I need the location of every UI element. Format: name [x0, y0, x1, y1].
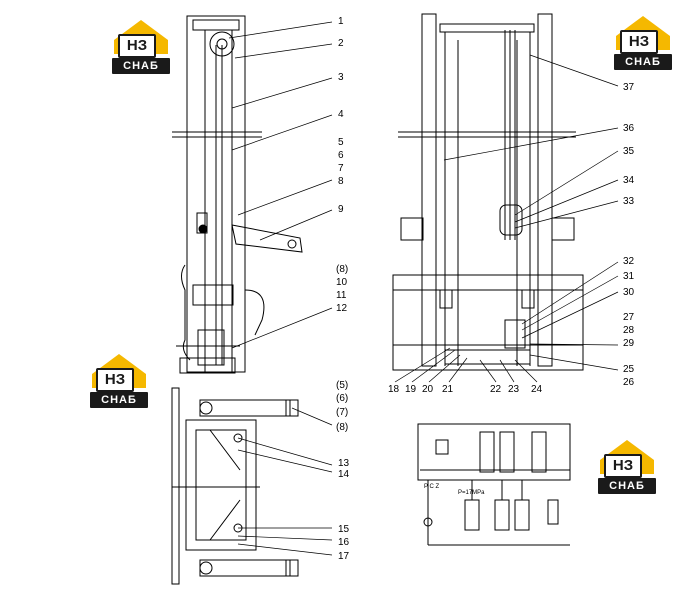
- callout-label: 29: [623, 338, 635, 349]
- callout-label: 3: [338, 72, 344, 83]
- brand-logo: НЗ СНАБ: [612, 14, 674, 72]
- brand-logo: НЗ СНАБ: [110, 18, 172, 76]
- callout-label: 11: [336, 290, 347, 301]
- hydraulic-schematic: [417, 423, 571, 546]
- top-view-carriage: [171, 387, 299, 585]
- callout-label: 1: [338, 16, 344, 27]
- logo-mark: НЗ: [604, 454, 642, 478]
- callout-label: 4: [338, 109, 344, 120]
- callout-label: 26: [623, 377, 635, 388]
- brand-logo: НЗ СНАБ: [596, 438, 658, 496]
- callouts-bottom-right: 18 19 20 21 22 23 24: [388, 384, 543, 395]
- callout-label: 35: [623, 146, 635, 157]
- callout-label: 20: [422, 384, 434, 395]
- side-view-mast: [172, 15, 303, 374]
- callout-label: 21: [442, 384, 454, 395]
- logo-subtitle: СНАБ: [112, 58, 170, 74]
- callout-label: (5): [336, 380, 348, 391]
- callout-label: 28: [623, 325, 635, 336]
- logo-subtitle: СНАБ: [598, 478, 656, 494]
- callout-label: 17: [338, 551, 350, 562]
- schematic-ports-label: P C Z: [424, 484, 440, 490]
- callout-label: 36: [623, 123, 635, 134]
- logo-subtitle: СНАБ: [614, 54, 672, 70]
- callout-label: 32: [623, 256, 635, 267]
- callout-label: 18: [388, 384, 400, 395]
- callout-label: 8: [338, 176, 344, 187]
- callout-label: 33: [623, 196, 635, 207]
- callout-label: (8): [336, 264, 348, 275]
- callout-label: 22: [490, 384, 502, 395]
- callout-label: (7): [336, 407, 348, 418]
- callout-label: 27: [623, 312, 635, 323]
- callout-label: 15: [338, 524, 350, 535]
- callout-label: 19: [405, 384, 417, 395]
- logo-mark: НЗ: [118, 34, 156, 58]
- callout-label: 9: [338, 204, 344, 215]
- callout-label: 24: [531, 384, 543, 395]
- callout-label: 34: [623, 175, 635, 186]
- callout-label: 5: [338, 137, 344, 148]
- callout-label: 25: [623, 364, 635, 375]
- callout-label: 6: [338, 150, 344, 161]
- callout-label: 30: [623, 287, 635, 298]
- callout-label: (8): [336, 422, 348, 433]
- callouts-right: 37 36 35 34 33 32 31 30 27 28 29 25 26: [623, 82, 635, 388]
- logo-mark: НЗ: [96, 368, 134, 392]
- callout-label: 37: [623, 82, 635, 93]
- front-view-mast: [392, 13, 584, 371]
- callout-label: 23: [508, 384, 520, 395]
- callout-label: 10: [336, 277, 348, 288]
- schematic-pressure-label: P=17MPa: [458, 490, 485, 496]
- callouts-left: 1 2 3 4 5 6 7 8 9 (8) 10 11 12: [336, 16, 348, 314]
- callout-label: 12: [336, 303, 348, 314]
- callout-label: 16: [338, 537, 350, 548]
- logo-subtitle: СНАБ: [90, 392, 148, 408]
- callout-label: 14: [338, 469, 350, 480]
- brand-logo: НЗ СНАБ: [88, 352, 150, 410]
- callout-label: 2: [338, 38, 344, 49]
- callout-label: 13: [338, 458, 350, 469]
- callout-label: (6): [336, 393, 348, 404]
- logo-mark: НЗ: [620, 30, 658, 54]
- callouts-bottom-left: (5) (6) (7) (8) 13 14 15 16 17: [336, 380, 350, 562]
- callout-label: 7: [338, 163, 344, 174]
- callout-label: 31: [623, 271, 635, 282]
- leader-lines: [228, 21, 619, 556]
